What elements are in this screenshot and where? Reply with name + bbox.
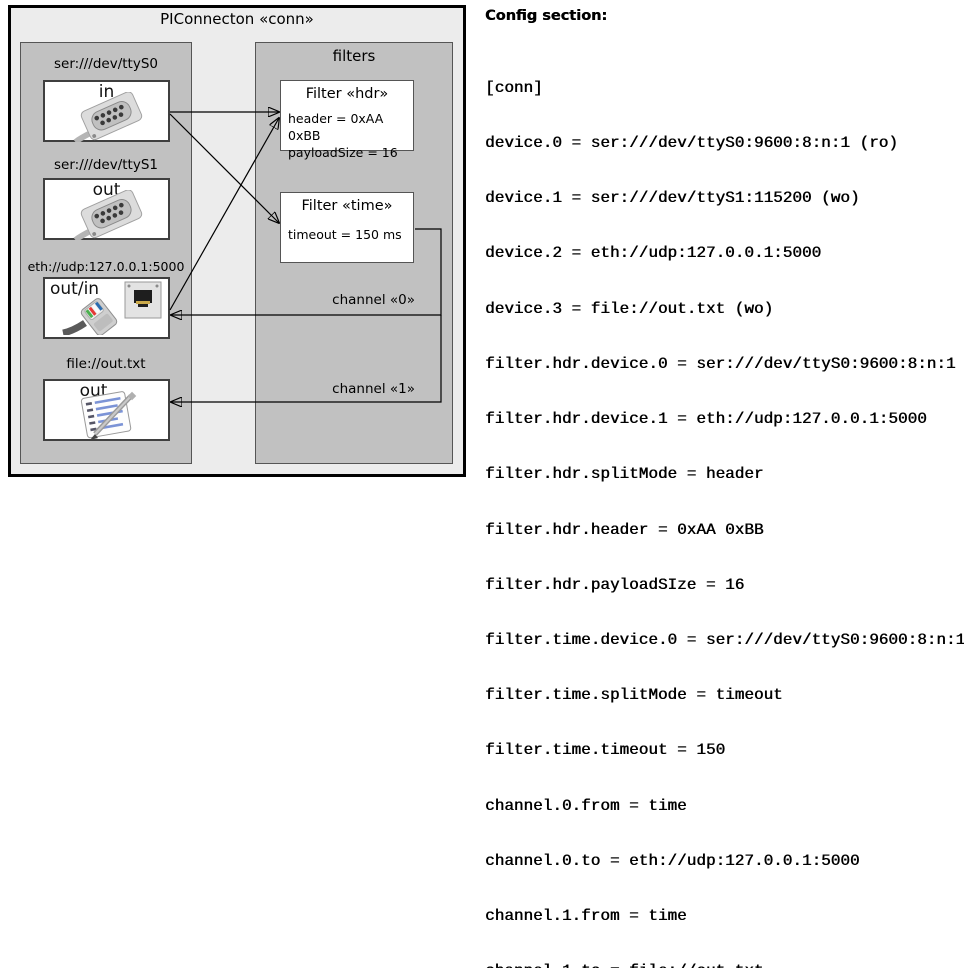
config-line: filter.time.splitMode = timeout	[485, 686, 783, 705]
channel-1-label: channel «1»	[332, 381, 415, 397]
notepad-pen-icon	[80, 391, 137, 439]
config-line: filter.hdr.header = 0xAA 0xBB	[485, 520, 764, 539]
device-box-ttys0: in	[43, 80, 170, 142]
filter-time-attributes: timeout = 150 ms	[288, 226, 402, 243]
config-line: channel.1.to = file://out.txt	[485, 962, 964, 968]
config-line: device.2 = eth://udp:127.0.0.1:5000	[485, 244, 822, 263]
config-line: device.3 = file://out.txt (wo)	[485, 299, 774, 318]
config-line: device.1 = ser:///dev/ttyS1:115200 (wo)	[485, 189, 860, 208]
device-box-eth: out/in	[43, 277, 170, 339]
filter-time-box: Filter «time» timeout = 150 ms	[280, 192, 414, 263]
device-label-ttys1: ser:///dev/ttyS1	[54, 157, 158, 173]
filter-hdr-box: Filter «hdr» header = 0xAA 0xBB payloadS…	[280, 80, 414, 160]
channel-0-label: channel «0»	[332, 292, 415, 308]
filter-hdr-title: Filter «hdr»	[305, 86, 389, 102]
device-port-label: in	[98, 82, 115, 102]
config-line: filter.hdr.device.1 = eth://udp:127.0.0.…	[485, 410, 927, 429]
config-line: filter.hdr.payloadSIze = 16	[485, 575, 745, 594]
screenshot-root: PIConnecton «conn» ser:///dev/ttyS0 in s…	[8, 5, 964, 968]
config-text: [conn] device.0 = ser:///dev/ttyS0:9600:…	[485, 42, 964, 968]
config-heading: Config section:	[485, 8, 608, 24]
filter-attribute: payloadSize = 16	[288, 145, 398, 160]
serial-db9-connector-icon	[73, 92, 143, 142]
device-label-ttys0: ser:///dev/ttyS0	[54, 56, 158, 72]
device-port-label: out/in	[50, 279, 100, 299]
filter-attribute: header = 0xAA 0xBB	[288, 111, 384, 143]
serial-db9-connector-icon	[73, 190, 143, 240]
config-line: [conn]	[485, 78, 543, 97]
device-label-eth: eth://udp:127.0.0.1:5000	[27, 259, 185, 274]
component-title: PIConnecton «conn»	[160, 10, 314, 28]
device-port-label: out	[92, 180, 121, 200]
device-box-file: out	[43, 379, 170, 441]
config-line: channel.1.from = time	[485, 907, 687, 926]
device-label-file: file://out.txt	[66, 356, 146, 372]
config-line: device.0 = ser:///dev/ttyS0:9600:8:n:1 (…	[485, 134, 898, 153]
config-line: filter.hdr.splitMode = header	[485, 465, 764, 484]
ethernet-rj45-icon	[62, 281, 162, 335]
device-box-ttys1: out	[43, 178, 170, 240]
config-line: channel.0.to = eth://udp:127.0.0.1:5000	[485, 851, 860, 870]
config-line: channel.0.from = time	[485, 796, 687, 815]
filter-hdr-attributes: header = 0xAA 0xBB payloadSize = 16	[288, 110, 413, 161]
filter-time-title: Filter «time»	[301, 198, 393, 214]
filter-attribute: timeout = 150 ms	[288, 227, 402, 242]
config-line: filter.time.device.0 = ser:///dev/ttyS0:…	[485, 631, 964, 649]
config-line: filter.time.timeout = 150	[485, 741, 726, 760]
config-line: filter.hdr.device.0 = ser:///dev/ttyS0:9…	[485, 354, 956, 373]
filters-panel-title: filters	[332, 47, 376, 65]
